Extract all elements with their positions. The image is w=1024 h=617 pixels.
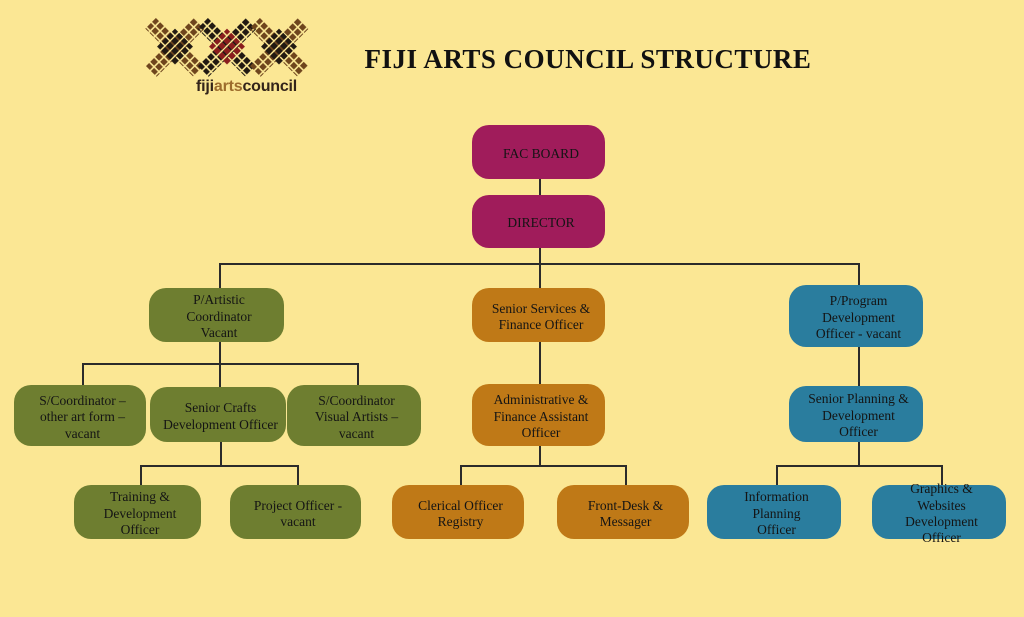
org-node-label: Senior Crafts Development Officer [163, 400, 278, 432]
connector-drop-coord-other [82, 363, 84, 391]
org-node-senior-planning-officer: Senior Planning & Development Officer [789, 386, 923, 442]
connector-drop-program [858, 263, 860, 291]
org-node-label: Training & Development Officer [103, 489, 177, 538]
connector-drop-graphics [941, 465, 943, 491]
org-node-admin-finance-assistant: Administrative & Finance Assistant Offic… [472, 384, 605, 446]
connector-crafts-drop [220, 441, 222, 465]
connector-planning-horizontal [776, 465, 941, 467]
logo-word-fiji: fiji [196, 78, 214, 95]
org-node-label: Administrative & Finance Assistant Offic… [493, 392, 589, 441]
org-node-label: Information Planning Officer [744, 489, 809, 538]
connector-services-admin [539, 340, 541, 390]
org-node-clerical-officer-registry: Clerical Officer Registry [392, 485, 524, 539]
org-node-label: Senior Planning & Development Officer [808, 391, 909, 440]
org-node-services-finance-officer: Senior Services & Finance Officer [472, 288, 605, 342]
connector-drop-clerical [460, 465, 462, 491]
org-node-label: DIRECTOR [507, 215, 575, 231]
connector-drop-artistic [219, 263, 221, 294]
connector-drop-training [140, 465, 142, 491]
page-title: FIJI ARTS COUNCIL STRUCTURE [364, 44, 812, 74]
org-node-label: S/Coordinator – other art form – vacant [39, 392, 126, 441]
connector-drop-senior-crafts [219, 363, 221, 393]
org-node-label: Senior Services & Finance Officer [491, 300, 591, 332]
org-node-information-planning-officer: Information Planning Officer [707, 485, 841, 539]
connector-drop-coord-visual [357, 363, 359, 391]
logo-word-arts: arts [213, 78, 243, 95]
org-node-training-development-officer: Training & Development Officer [74, 485, 201, 539]
org-node-program-development-officer: P/Program Development Officer - vacant [789, 285, 923, 347]
org-node-artistic-coordinator: P/Artistic Coordinator Vacant [149, 288, 284, 342]
connector-planning-drop [858, 440, 860, 465]
org-node-label: Graphics & Websites Development Officer [905, 481, 978, 546]
org-node-project-officer: Project Officer - vacant [230, 485, 361, 539]
connector-drop-frontdesk [625, 465, 627, 491]
connector-admin-drop [539, 444, 541, 465]
org-node-graphics-websites-officer: Graphics & Websites Development Officer [872, 481, 1006, 545]
logo-word-council: council [242, 78, 298, 95]
org-node-coordinator-visual-artists: S/Coordinator Visual Artists – vacant [287, 385, 421, 446]
org-node-label: P/Program Development Officer - vacant [815, 293, 902, 342]
connector-drop-services [539, 263, 541, 294]
org-node-label: Clerical Officer Registry [418, 497, 503, 529]
org-node-label: P/Artistic Coordinator Vacant [186, 292, 252, 341]
connector-drop-info-planning [776, 465, 778, 491]
connector-board-director [539, 178, 541, 201]
connector-program-planning [858, 345, 860, 392]
org-node-label: Front-Desk & Messager [587, 497, 664, 529]
org-node-label: S/Coordinator Visual Artists – vacant [314, 392, 399, 441]
org-node-label: FAC BOARD [503, 145, 579, 161]
org-node-director: DIRECTOR [472, 195, 605, 248]
org-node-front-desk-messager: Front-Desk & Messager [557, 485, 689, 539]
logo-wordmark: fijiartscouncil [196, 78, 297, 96]
org-node-senior-crafts-officer: Senior Crafts Development Officer [150, 387, 286, 442]
org-node-label: Project Officer - vacant [253, 497, 343, 529]
connector-admin-horizontal [460, 465, 625, 467]
connector-drop-project [297, 465, 299, 491]
org-node-fac-board: FAC BOARD [472, 125, 605, 179]
connector-crafts-horizontal [140, 465, 298, 467]
fiji-arts-council-logo-icon [145, 17, 309, 77]
connector-artistic-drop [219, 340, 221, 363]
org-node-coordinator-other-art-form: S/Coordinator – other art form – vacant [14, 385, 146, 446]
connector-director-drop [539, 246, 541, 264]
